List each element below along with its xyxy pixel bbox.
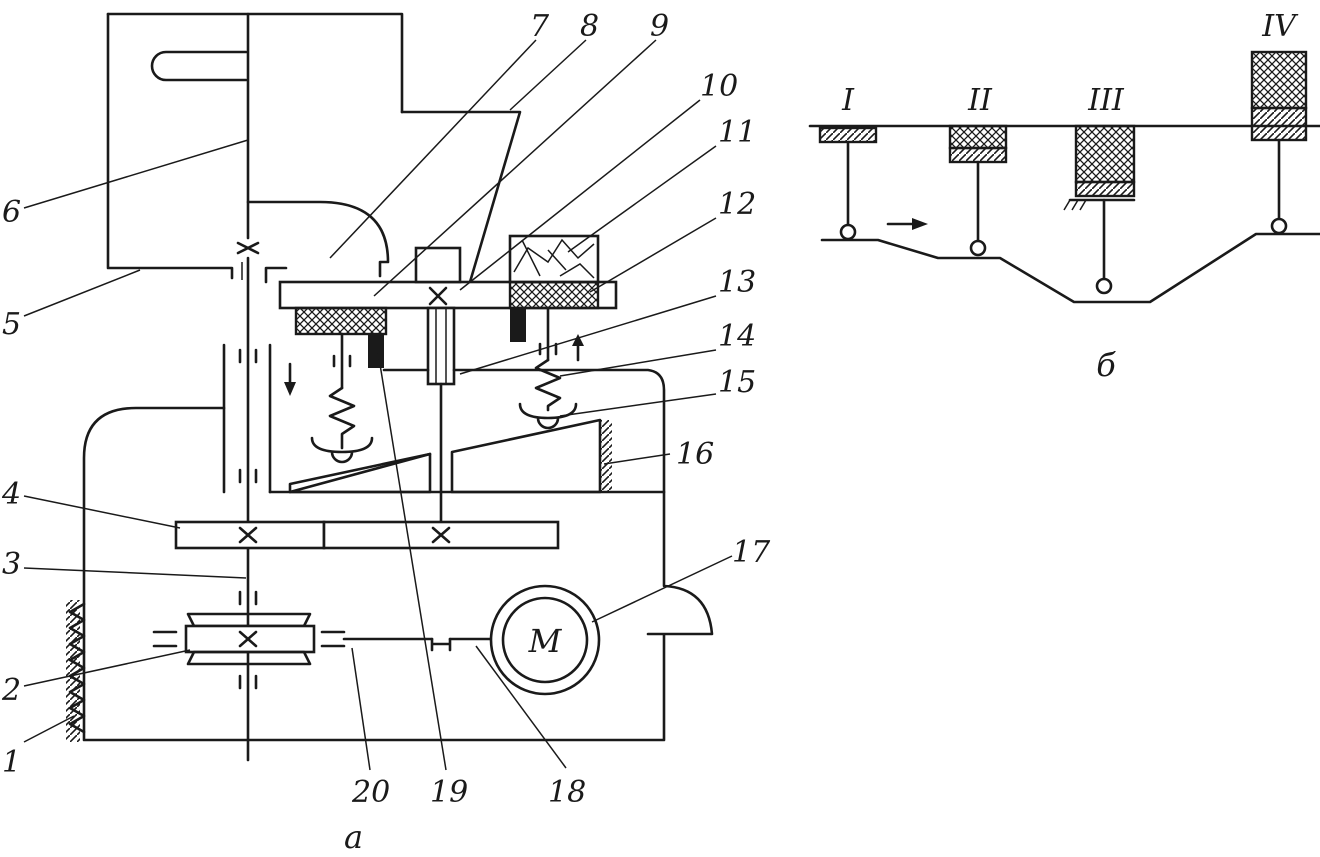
motor-label: M xyxy=(528,622,563,660)
caption-b: б xyxy=(1096,346,1116,384)
callout-11: 11 xyxy=(718,115,756,150)
position-label-iv: IV xyxy=(1261,9,1299,44)
position-iii xyxy=(1063,124,1136,295)
callout-2: 2 xyxy=(1,673,21,708)
callout-14: 14 xyxy=(718,319,756,354)
position-i xyxy=(818,126,878,241)
position-ii xyxy=(948,124,1008,257)
arrow-right-icon xyxy=(912,218,928,230)
position-label-iii: III xyxy=(1087,83,1125,118)
cam-track xyxy=(820,232,1320,304)
figure-b: I II III IV б xyxy=(808,9,1320,384)
callout-12: 12 xyxy=(718,187,756,222)
callout-16: 16 xyxy=(676,437,714,472)
arrow-down-icon xyxy=(284,382,296,396)
position-label-i: I xyxy=(841,83,855,118)
caption-a: а xyxy=(344,818,363,856)
figure-a: M 1 2 3 xyxy=(1,9,771,856)
position-label-ii: II xyxy=(967,83,993,118)
callout-10: 10 xyxy=(700,69,738,104)
callout-9: 9 xyxy=(650,9,669,44)
pusher-left xyxy=(310,332,374,464)
leader-lines xyxy=(23,39,733,771)
callout-4: 4 xyxy=(1,477,21,512)
callout-3: 3 xyxy=(2,547,21,582)
position-iv xyxy=(1250,50,1308,235)
callout-13: 13 xyxy=(718,265,756,300)
callout-15: 15 xyxy=(718,365,756,400)
callout-numbers: 1 2 3 4 5 6 7 8 9 10 11 12 13 14 15 16 1… xyxy=(1,9,771,810)
callout-18: 18 xyxy=(548,775,586,810)
callout-5: 5 xyxy=(2,307,21,342)
callout-1: 1 xyxy=(2,745,21,780)
rotary-table xyxy=(264,234,618,524)
pusher-right xyxy=(518,306,584,430)
worm-gear xyxy=(152,612,434,666)
callout-17: 17 xyxy=(732,535,771,570)
callout-20: 20 xyxy=(351,775,390,810)
callout-8: 8 xyxy=(580,9,599,44)
motor: M xyxy=(430,584,601,696)
cam-ramps xyxy=(268,418,666,494)
gear-pair xyxy=(174,520,560,550)
callout-6: 6 xyxy=(2,195,21,230)
main-shaft xyxy=(222,12,272,762)
upper-housing xyxy=(106,12,522,284)
frame-body xyxy=(66,368,714,742)
callout-7: 7 xyxy=(530,9,550,44)
callout-19: 19 xyxy=(430,775,468,810)
